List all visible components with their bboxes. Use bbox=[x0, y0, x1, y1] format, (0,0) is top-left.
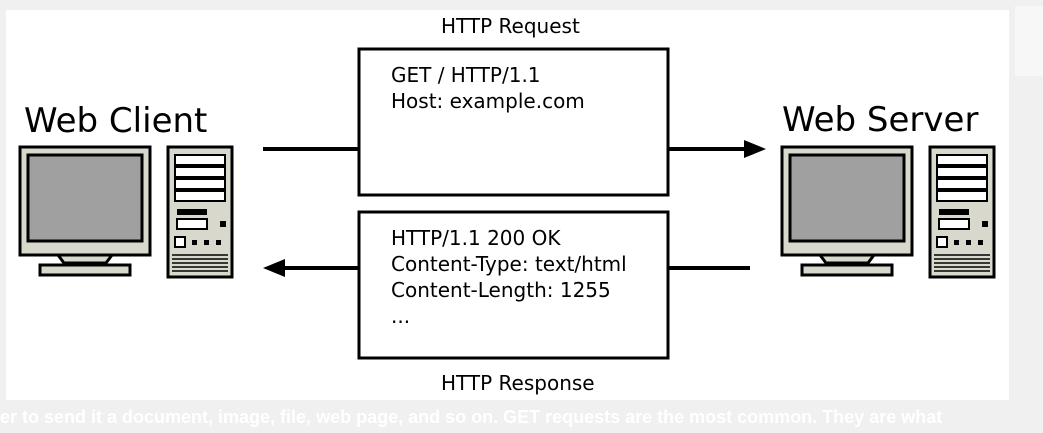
web-server-computer-icon bbox=[780, 145, 996, 279]
request-message-box bbox=[357, 47, 670, 197]
page-footer-text: er to send it a document, image, file, w… bbox=[0, 407, 943, 427]
request-line-2: Host: example.com bbox=[391, 89, 585, 113]
request-arrow bbox=[263, 140, 766, 158]
response-caption: HTTP Response bbox=[441, 371, 595, 395]
request-line-1: GET / HTTP/1.1 bbox=[391, 63, 541, 87]
scroll-strip bbox=[1015, 6, 1043, 76]
response-line-1: HTTP/1.1 200 OK bbox=[391, 226, 561, 250]
response-arrow bbox=[263, 259, 750, 277]
web-client-label: Web Client bbox=[24, 101, 207, 141]
response-message-box bbox=[357, 210, 670, 360]
web-server-label: Web Server bbox=[782, 100, 978, 140]
response-line-4: ... bbox=[391, 304, 410, 328]
request-caption: HTTP Request bbox=[441, 14, 580, 38]
web-client-computer-icon bbox=[18, 145, 234, 279]
response-line-2: Content-Type: text/html bbox=[391, 252, 627, 276]
response-line-3: Content-Length: 1255 bbox=[391, 278, 611, 302]
